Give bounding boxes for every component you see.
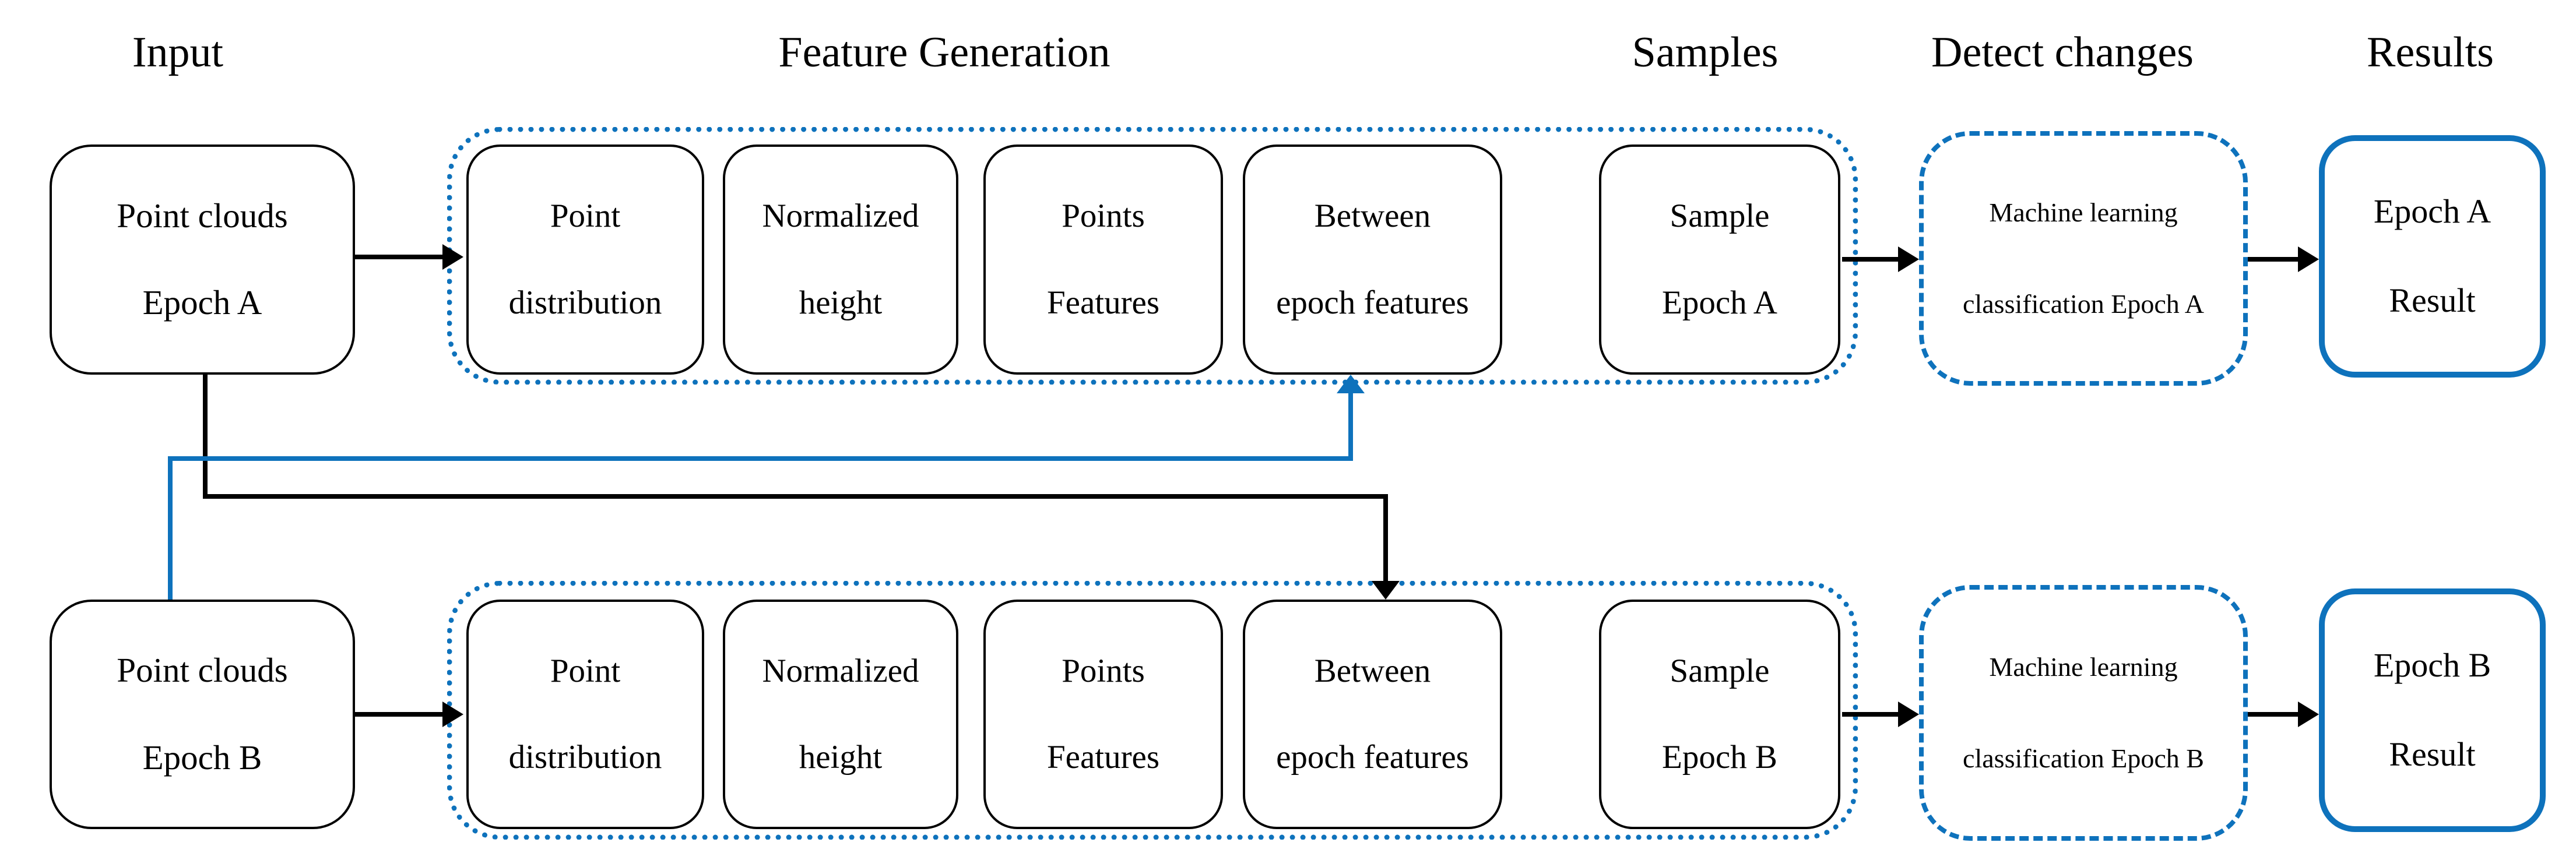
arrow-sample-to-ml-b-shaft bbox=[1842, 712, 1899, 717]
feature-box-points-features-a: Points Features bbox=[983, 144, 1223, 375]
connector-a-to-b-vertical-start bbox=[203, 375, 208, 496]
box-label-line: Normalized bbox=[762, 652, 919, 689]
arrow-sample-to-ml-a-head bbox=[1898, 246, 1919, 272]
box-label-line: Sample bbox=[1670, 198, 1770, 235]
arrow-sample-to-ml-b-head bbox=[1898, 702, 1919, 727]
arrow-input-to-features-a-head bbox=[442, 244, 463, 270]
ml-classification-box-epoch-a: Machine learning classification Epoch A bbox=[1919, 131, 2248, 386]
feature-box-points-features-b: Points Features bbox=[983, 600, 1223, 829]
box-label-line: height bbox=[799, 739, 883, 776]
box-label-line: Epoch B bbox=[1662, 739, 1777, 776]
box-label-line: Point clouds bbox=[117, 196, 288, 235]
box-label-line: Epoch B bbox=[2373, 646, 2491, 685]
arrow-ml-to-result-b-head bbox=[2298, 702, 2319, 727]
feature-box-normalized-height-b: Normalized height bbox=[723, 600, 958, 829]
box-label-line: Between bbox=[1314, 652, 1431, 689]
arrow-input-to-features-a-shaft bbox=[355, 255, 444, 259]
header-results: Results bbox=[2367, 29, 2494, 76]
box-label-line: Normalized bbox=[762, 198, 919, 235]
connector-b-to-a-vertical-end bbox=[1348, 392, 1353, 459]
connector-a-to-b-arrowhead bbox=[1372, 581, 1400, 600]
header-input: Input bbox=[132, 29, 224, 76]
box-label-line: Point bbox=[550, 652, 621, 689]
connector-b-to-a-vertical-start bbox=[168, 459, 173, 600]
feature-box-normalized-height-a: Normalized height bbox=[723, 144, 958, 375]
sample-box-epoch-a: Sample Epoch A bbox=[1599, 144, 1840, 375]
box-label-line: epoch features bbox=[1276, 284, 1469, 322]
box-label-line: distribution bbox=[508, 284, 662, 322]
feature-box-between-epoch-features-b: Between epoch features bbox=[1243, 600, 1502, 829]
box-label-line: Epoch A bbox=[142, 283, 262, 322]
box-label-line: Machine learning bbox=[1989, 651, 2178, 682]
box-label-line: Epoch A bbox=[2373, 192, 2491, 231]
feature-box-point-distribution-b: Point distribution bbox=[466, 600, 704, 829]
box-label-line: Between bbox=[1314, 198, 1431, 235]
header-detect-changes: Detect changes bbox=[1931, 29, 2194, 76]
feature-box-between-epoch-features-a: Between epoch features bbox=[1243, 144, 1502, 375]
arrow-sample-to-ml-a-shaft bbox=[1842, 257, 1899, 262]
header-samples: Samples bbox=[1632, 29, 1779, 76]
box-label-line: epoch features bbox=[1276, 739, 1469, 776]
arrow-input-to-features-b-shaft bbox=[355, 712, 444, 717]
box-label-line: Epoch A bbox=[1662, 284, 1777, 322]
box-label-line: classification Epoch A bbox=[1963, 288, 2204, 319]
box-label-line: Result bbox=[2389, 735, 2476, 774]
box-label-line: Epoch B bbox=[142, 738, 262, 777]
connector-a-to-b-horizontal bbox=[203, 494, 1388, 499]
header-feature-generation: Feature Generation bbox=[778, 29, 1110, 76]
input-box-epoch-a: Point clouds Epoch A bbox=[50, 144, 355, 375]
connector-b-to-a-horizontal bbox=[168, 456, 1353, 461]
feature-box-point-distribution-a: Point distribution bbox=[466, 144, 704, 375]
box-label-line: Sample bbox=[1670, 652, 1770, 689]
arrow-ml-to-result-b-shaft bbox=[2248, 712, 2299, 717]
ml-classification-box-epoch-b: Machine learning classification Epoch B bbox=[1919, 585, 2248, 841]
result-box-epoch-a: Epoch A Result bbox=[2319, 135, 2546, 378]
box-label-line: Result bbox=[2389, 281, 2476, 319]
box-label-line: distribution bbox=[508, 739, 662, 776]
result-box-epoch-b: Epoch B Result bbox=[2319, 588, 2546, 832]
box-label-line: Point bbox=[550, 198, 621, 235]
box-label-line: Machine learning bbox=[1989, 198, 2178, 228]
box-label-line: Point clouds bbox=[117, 651, 288, 690]
box-label-line: height bbox=[799, 284, 883, 322]
sample-box-epoch-b: Sample Epoch B bbox=[1599, 600, 1840, 829]
connector-a-to-b-vertical-end bbox=[1383, 494, 1388, 582]
box-label-line: Features bbox=[1046, 739, 1160, 776]
arrow-input-to-features-b-head bbox=[442, 702, 463, 727]
arrow-ml-to-result-a-head bbox=[2298, 246, 2319, 272]
box-label-line: classification Epoch B bbox=[1963, 743, 2204, 773]
connector-b-to-a-arrowhead bbox=[1337, 375, 1365, 393]
box-label-line: Points bbox=[1062, 198, 1145, 235]
box-label-line: Features bbox=[1046, 284, 1160, 322]
arrow-ml-to-result-a-shaft bbox=[2248, 257, 2299, 262]
box-label-line: Points bbox=[1062, 652, 1145, 689]
input-box-epoch-b: Point clouds Epoch B bbox=[50, 600, 355, 829]
